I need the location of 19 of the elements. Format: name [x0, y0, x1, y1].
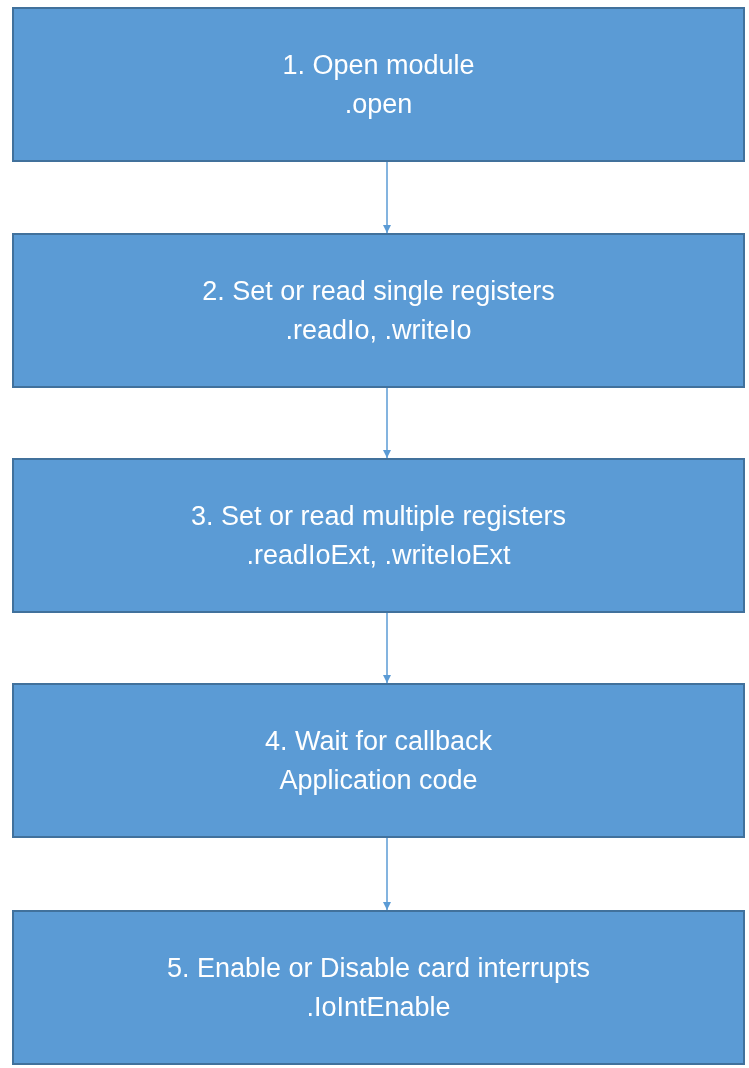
process-box [12, 683, 745, 838]
process-box [12, 7, 745, 162]
step-detail: .readIo, .writeIo [285, 313, 472, 347]
step-detail: .open [344, 87, 413, 121]
step-title: 5. Enable or Disable card interrupts [166, 952, 591, 986]
process-box [12, 458, 745, 613]
arrow [383, 387, 391, 459]
arrow [383, 837, 391, 911]
process-box [12, 910, 745, 1065]
arrow [383, 161, 391, 234]
process-box [12, 233, 745, 388]
step-title: 3. Set or read multiple registers [190, 500, 567, 534]
step-title: 4. Wait for callback [264, 725, 493, 759]
arrow [383, 612, 391, 684]
step-detail: Application code [279, 763, 478, 797]
step-detail: .readIoExt, .writeIoExt [246, 538, 511, 572]
step-detail: .IoIntEnable [306, 990, 451, 1024]
step-title: 2. Set or read single registers [202, 275, 555, 309]
step-title: 1. Open module [282, 49, 475, 83]
